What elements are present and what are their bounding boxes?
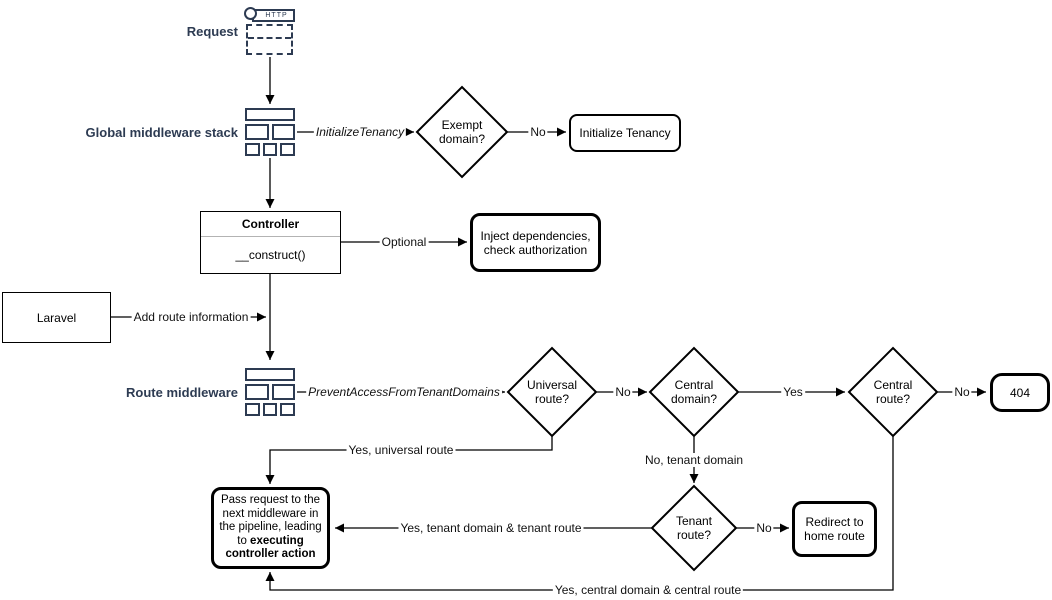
node-pass-request: Pass request to the next middleware in t… <box>211 487 330 569</box>
decision-central-route <box>847 346 939 438</box>
decision-universal-route-label: Universal route? <box>526 378 577 406</box>
node-initialize-tenancy: Initialize Tenancy <box>569 114 681 152</box>
controller-title: Controller <box>201 212 340 237</box>
node-laravel: Laravel <box>2 292 111 343</box>
edge-label-tenant-route-no: No <box>754 521 774 535</box>
stack-cell <box>262 143 278 156</box>
pass-request-text: Pass request to the next middleware in t… <box>219 494 322 547</box>
decision-exempt-domain <box>415 85 509 179</box>
stack-cell <box>271 384 295 400</box>
edge-label-central-domain-yes: Yes <box>781 385 805 399</box>
stack-cell <box>245 143 260 156</box>
edge-label-add-route-information: Add route information <box>131 310 251 324</box>
node-inject-dependencies: Inject dependencies, check authorization <box>470 213 601 272</box>
request-label: Request <box>186 24 238 39</box>
decision-universal-route <box>506 346 598 438</box>
decision-exempt-domain-label: Exempt domain? <box>438 118 486 146</box>
edge-label-central-yes: Yes, central domain & central route <box>552 583 744 597</box>
stack-cell <box>245 368 295 381</box>
stack-cell <box>271 124 295 140</box>
http-request-icon-divider <box>248 37 291 39</box>
http-label: HTTP <box>265 12 288 19</box>
node-404: 404 <box>990 373 1050 412</box>
stack-cell <box>245 403 260 416</box>
stack-cell <box>280 403 296 416</box>
stack-cell <box>262 403 278 416</box>
stack-cell <box>245 384 269 400</box>
global-middleware-stack-label: Global middleware stack <box>85 125 238 140</box>
decision-central-route-label: Central route? <box>873 378 913 406</box>
pass-request-bold-text: executing controller action <box>225 534 316 561</box>
http-request-icon: HTTP <box>244 7 296 55</box>
decision-central-domain-label: Central domain? <box>670 378 718 406</box>
edge-label-central-route-no: No <box>952 385 972 399</box>
edge-label-universal-no: No <box>613 385 633 399</box>
route-middleware-stack-icon <box>245 368 296 418</box>
edge-label-prevent-access: PreventAccessFromTenantDomains <box>306 385 502 399</box>
edge-label-optional: Optional <box>379 235 429 249</box>
edge-label-tenant-yes: Yes, tenant domain & tenant route <box>398 521 584 535</box>
http-request-icon-body <box>246 24 293 55</box>
stack-cell <box>245 124 269 140</box>
node-controller: Controller __construct() <box>200 211 341 274</box>
edge-label-tenant-domain-no: No, tenant domain <box>642 453 746 467</box>
edge-label-exempt-no: No <box>528 125 548 139</box>
route-middleware-label: Route middleware <box>126 385 238 400</box>
edge-label-initialize-tenancy: InitializeTenancy <box>313 125 407 139</box>
node-redirect-home: Redirect to home route <box>792 501 877 557</box>
global-middleware-stack-icon <box>245 108 296 158</box>
decision-tenant-route <box>650 484 738 572</box>
http-request-icon-circle <box>244 7 257 20</box>
controller-method: __construct() <box>235 248 306 262</box>
http-request-icon-header: HTTP <box>252 9 295 22</box>
stack-cell <box>280 143 296 156</box>
decision-central-domain <box>648 346 740 438</box>
stack-cell <box>245 108 295 121</box>
decision-tenant-route-label: Tenant route? <box>675 514 713 542</box>
edge-label-universal-yes: Yes, universal route <box>346 443 456 457</box>
